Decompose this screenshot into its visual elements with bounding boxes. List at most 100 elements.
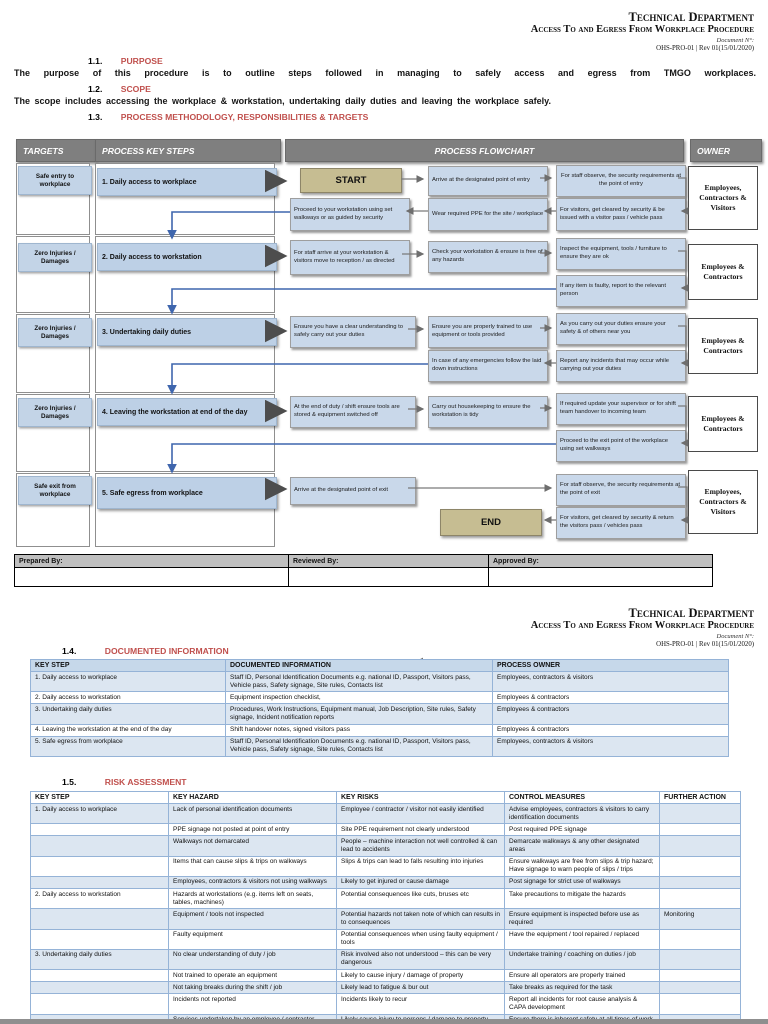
approved-by-cell: [488, 567, 713, 587]
flow-end-node: END: [440, 509, 542, 536]
column-header: CONTROL MEASURES: [504, 791, 660, 804]
cell: Faulty equipment: [168, 928, 337, 950]
flow-node-clear-understanding: Ensure you have a clear understanding to…: [290, 316, 416, 348]
signoff-table: Prepared By: Reviewed By: Approved By:: [14, 554, 713, 587]
department-title: Technical Department: [628, 10, 754, 24]
cell: [659, 928, 741, 950]
flow-node-inspect-equipment: Inspect the equipment, tools / furniture…: [556, 238, 686, 270]
key-step-4: 4. Leaving the workstation at end of the…: [97, 398, 277, 426]
cell: PPE signage not posted at point of entry: [168, 823, 337, 837]
flow-node-arrive-exit: Arrive at the designated point of exit: [290, 477, 416, 505]
flow-node-update-supervisor: If required update your supervisor or fo…: [556, 393, 686, 425]
process-methodology-heading: 1.3. PROCESS METHODOLOGY, RESPONSIBILITI…: [88, 112, 368, 122]
table-row: Items that can cause slips & trips on wa…: [30, 855, 741, 877]
cell: Equipment / tools not inspected: [168, 908, 337, 930]
column-header-targets: TARGETS: [16, 139, 96, 162]
cell: [30, 981, 169, 995]
cell: [30, 908, 169, 930]
cell: [659, 887, 741, 910]
cell: Shift handover notes, signed visitors pa…: [225, 723, 493, 737]
flow-node-wear-ppe: Wear required PPE for the site / workpla…: [428, 198, 548, 231]
cell: Ensure all operators are properly traine…: [504, 968, 660, 983]
table-row: 2. Daily access to workstation Hazards a…: [30, 887, 741, 910]
column-header-key-steps: PROCESS KEY STEPS: [95, 139, 281, 162]
cell: [659, 802, 741, 825]
flow-start-node: START: [300, 168, 402, 193]
cell: 3. Undertaking daily duties: [30, 948, 169, 971]
cell: [659, 948, 741, 971]
section-number: 1.4.: [62, 646, 77, 656]
table-row: Walkways not demarcated People – machine…: [30, 835, 741, 857]
column-header: KEY RISKS: [336, 791, 505, 804]
cell: Lack of personal identification document…: [168, 802, 337, 825]
table-row: 5. Safe egress from workplace Staff ID, …: [30, 735, 729, 758]
table-row: Faulty equipment Potential consequences …: [30, 928, 741, 950]
owner-box-1: Employees, Contractors & Visitors: [688, 166, 758, 230]
cell: Undertake training / coaching on duties …: [504, 948, 660, 971]
target-label-5: Safe exit from workplace: [18, 476, 92, 505]
key-step-3: 3. Undertaking daily duties: [97, 318, 277, 346]
flow-node-return-pass: For visitors, get cleared by security & …: [556, 507, 686, 539]
department-title: Technical Department: [628, 606, 754, 620]
flow-node-staff-security-entry: For staff observe, the security requirem…: [556, 165, 686, 197]
cell: [30, 993, 169, 1015]
document-number: OHS-PRO-01 | Rev 01(15/01/2020): [656, 640, 754, 648]
scope-heading: 1.2. SCOPE: [88, 84, 151, 94]
cell: Walkways not demarcated: [168, 835, 337, 857]
cell: Monitoring: [659, 908, 741, 930]
purpose-paragraph: The purpose of this procedure is to outl…: [14, 68, 756, 78]
flow-node-check-workstation: Check your workstation & ensure is free …: [428, 241, 548, 273]
cell: Procedures, Work Instructions, Equipment…: [225, 703, 493, 725]
section-number: 1.5.: [62, 777, 77, 787]
cell: Ensure walkways are free from slips & tr…: [504, 855, 660, 877]
flow-node-staff-security-exit: For staff observe, the security requirem…: [556, 474, 686, 506]
flow-node-ensure-safety: As you carry out your duties ensure your…: [556, 313, 686, 345]
document-number-label: Document N°:: [716, 37, 754, 45]
column-header: KEY HAZARD: [168, 791, 337, 804]
cell: [659, 968, 741, 983]
cell: [659, 993, 741, 1015]
cell: [30, 928, 169, 950]
cell: No clear understanding of duty / job: [168, 948, 337, 971]
cell: Employees & contractors: [492, 723, 729, 737]
page-bottom-divider: [0, 1019, 768, 1024]
flow-node-properly-trained: Ensure you are properly trained to use e…: [428, 316, 548, 348]
section-title: PURPOSE: [120, 56, 163, 66]
flow-node-report-incidents: Report any incidents that may occur whil…: [556, 350, 686, 382]
table-row: 3. Undertaking daily duties No clear und…: [30, 948, 741, 971]
target-label-2: Zero Injuries / Damages: [18, 243, 92, 272]
document-number: OHS-PRO-01 | Rev 01(15/01/2020): [656, 44, 754, 52]
table-row: Incidents not reported Incidents likely …: [30, 993, 741, 1015]
flow-node-tools-stored: At the end of duty / shift ensure tools …: [290, 396, 416, 428]
cell: Potential consequences like cuts, bruses…: [336, 887, 505, 910]
owner-box-4: Employees & Contractors: [688, 396, 758, 452]
cell: [30, 823, 169, 837]
column-header: KEY STEP: [30, 659, 226, 672]
column-header: DOCUMENTED INFORMATION: [225, 659, 493, 672]
section-title: SCOPE: [120, 84, 151, 94]
cell: [30, 875, 169, 890]
cell: Employee / contractor / visitor not easi…: [336, 802, 505, 825]
cell: Hazards at workstations (e.g. items left…: [168, 887, 337, 910]
cell: Items that can cause slips & trips on wa…: [168, 855, 337, 877]
key-step-2: 2. Daily access to workstation: [97, 243, 277, 271]
flow-node-proceed-exit: Proceed to the exit point of the workpla…: [556, 430, 686, 462]
section-number: 1.1.: [88, 56, 103, 66]
key-step-5: 5. Safe egress from workplace: [97, 477, 277, 509]
cell: Employees & contractors: [492, 691, 729, 705]
key-step-1: 1. Daily access to workplace: [97, 168, 277, 196]
cell: [30, 855, 169, 877]
table-row: 2. Daily access to workstation Equipment…: [30, 691, 729, 705]
owner-box-2: Employees & Contractors: [688, 244, 758, 300]
doc-header-page2: Technical Department Access To and Egres…: [531, 606, 754, 649]
scope-paragraph: The scope includes accessing the workpla…: [14, 96, 551, 106]
cell: Staff ID, Personal Identification Docume…: [225, 670, 493, 693]
flow-node-arrive-entry: Arrive at the designated point of entry: [428, 166, 548, 196]
cell: [659, 875, 741, 890]
target-label-1: Safe entry to workplace: [18, 166, 92, 195]
section-title: RISK ASSESSMENT: [104, 777, 187, 787]
cell: Employees & contractors: [492, 703, 729, 725]
column-header: PROCESS OWNER: [492, 659, 729, 672]
cell: 2. Daily access to workstation: [30, 887, 169, 910]
column-header: FURTHER ACTION: [659, 791, 741, 804]
